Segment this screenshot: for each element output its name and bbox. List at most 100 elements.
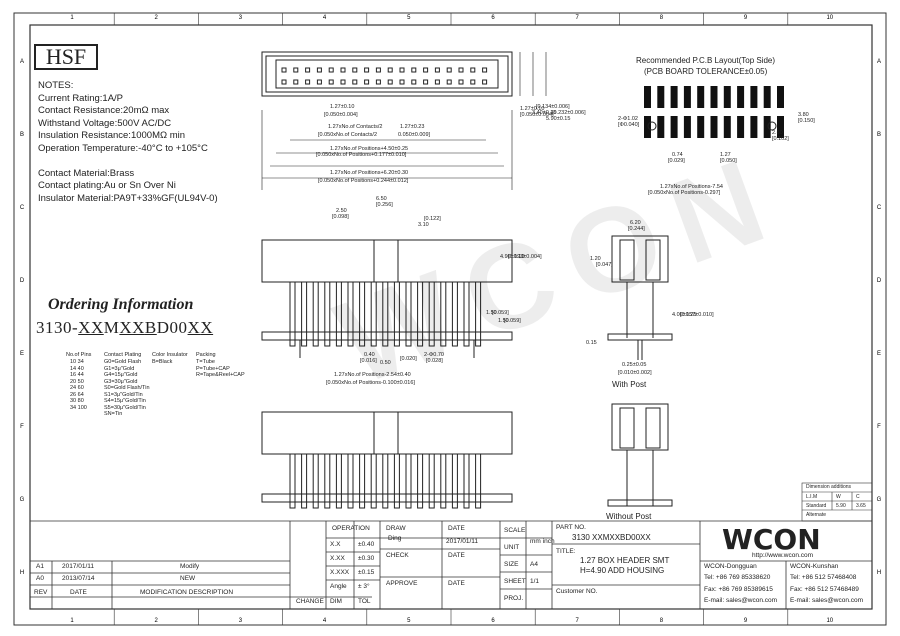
title-block-text: A0: [36, 575, 44, 582]
side-dim: 6.20: [630, 220, 641, 226]
title-block-text: E-mail: sales@wcon.com: [790, 597, 864, 604]
title-block-text: TITLE:: [556, 548, 576, 555]
top-dim: 1.27±0.10: [330, 104, 355, 110]
pin: [417, 281, 424, 347]
title-line-2: H=4.90 ADD HOUSING: [580, 566, 665, 575]
front-dim: 2-Φ0.70: [424, 352, 444, 358]
title-block-text: ±0.40: [358, 541, 375, 548]
grid-col-5: 5: [407, 15, 411, 21]
title-block-text: ±0.15: [358, 569, 375, 576]
top-dim: 1.27xNo.of Positions+4.50±0.25: [330, 146, 409, 152]
pcb-dim: 0.74: [672, 152, 683, 158]
pcb-dim: [Φ0.040]: [618, 122, 640, 128]
front-view-without-post: [261, 411, 513, 509]
title-block-text: SHEET: [504, 578, 526, 585]
grid-row-E: E: [20, 351, 24, 357]
pcb-pad: [737, 86, 745, 108]
pin: [281, 79, 287, 85]
pin: [359, 281, 366, 347]
title-block-text: REV: [34, 589, 48, 596]
label-without-post: Without Post: [606, 512, 652, 521]
ordering-pin: 24 60: [70, 385, 84, 391]
title-block-text: E-mail: sales@wcon.com: [704, 597, 778, 604]
grid-row-E: E: [877, 351, 881, 357]
grid-row-A: A: [20, 59, 24, 65]
title-block-text: SIZE: [504, 561, 519, 568]
pin: [411, 79, 417, 85]
title-block-text: Standard: [806, 503, 827, 509]
pin: [375, 79, 381, 85]
title-block-text: MODIFICATION DESCRIPTION: [140, 589, 234, 596]
title-block-text: X.XXX: [330, 569, 350, 576]
pin: [387, 67, 393, 73]
pin: [328, 79, 334, 85]
ordering-plating: G0=Gold Flash: [104, 359, 142, 365]
pin: [352, 79, 358, 85]
ordering-pin: 34 100: [70, 404, 87, 411]
grid-row-G: G: [877, 497, 882, 503]
note-line: Insulation Resistance:1000MΩ min: [38, 130, 186, 141]
pin: [475, 453, 482, 509]
pcb-pad: [670, 116, 678, 138]
note-line: Operation Temperature:-40°C to +105°C: [38, 142, 208, 154]
pcb-pad: [683, 116, 691, 138]
pin: [463, 453, 470, 509]
title-block-text: 2017/01/11: [62, 563, 95, 570]
side-dim: [0.010±0.002]: [618, 370, 652, 376]
pcb-subtitle: (PCB BOARD TOLERANCE±0.05): [644, 67, 768, 76]
title-block-text: Fax: +86 512 57468489: [790, 586, 859, 593]
hsf-logo: HSF: [34, 44, 98, 70]
side-dim: 0.25±0.05: [622, 362, 647, 368]
ordering-col-head: No.of Pins: [66, 352, 92, 358]
pcb-pad: [763, 86, 771, 108]
pin: [463, 281, 470, 347]
top-dim: 1.27±0.23: [400, 124, 425, 130]
ordering-pin: 16 44: [70, 372, 84, 378]
pin: [293, 79, 299, 85]
grid-row-H: H: [877, 570, 881, 576]
pin: [393, 281, 400, 347]
pcb-dim: [0.102]: [772, 136, 789, 142]
code-part: B: [144, 318, 157, 337]
title-block-text: PROJ.: [504, 595, 524, 602]
pin: [440, 281, 447, 347]
pin: [301, 281, 308, 347]
draw-date: 2017/01/11: [446, 538, 479, 545]
ordering-plating: S4=15μ"Gold/Tin: [104, 398, 146, 404]
grid-col-8: 8: [660, 15, 664, 21]
title-block-text: W: [836, 494, 841, 500]
pin: [458, 79, 464, 85]
pcb-dim: 1.27xNo.of Positions-7.54: [660, 184, 723, 190]
pcb-pad: [723, 116, 731, 138]
top-dim: [0.232±0.006]: [552, 110, 586, 116]
side-dim: [0.157±0.010]: [680, 312, 714, 318]
title-block-text: DATE: [448, 580, 465, 587]
title-block-text: TOL: [358, 598, 371, 605]
pin: [428, 281, 435, 347]
grid-col-3: 3: [239, 618, 243, 624]
front-dim: 1.27xNo.of Positions-2.54±0.40: [334, 372, 411, 378]
title-block-text: A4: [530, 561, 538, 568]
pcb-pad: [697, 116, 705, 138]
pin: [305, 67, 311, 73]
title-block-text: A1: [36, 563, 44, 570]
pin: [370, 281, 377, 347]
pin: [482, 67, 488, 73]
note-line: Withstand Voltage:500V AC/DC: [38, 117, 172, 129]
title-block-text: DRAW: [386, 525, 406, 532]
grid-row-C: C: [20, 205, 25, 211]
top-dim: 1.27xNo.of Contacts/2: [328, 124, 383, 130]
title-block-lines: [30, 520, 872, 609]
dimension-table-lines: [801, 482, 873, 522]
pin: [370, 453, 377, 509]
pcb-pad: [697, 86, 705, 108]
grid-col-4: 4: [323, 15, 327, 21]
ordering-code: 3130-XXMXXBD00XX: [36, 318, 213, 338]
title-block-text: C: [856, 494, 860, 500]
pin: [446, 67, 452, 73]
ordering-packing: T=Tube: [196, 359, 215, 365]
pin: [405, 453, 412, 509]
pin: [289, 281, 296, 347]
front-dim: 2.50: [336, 208, 347, 214]
